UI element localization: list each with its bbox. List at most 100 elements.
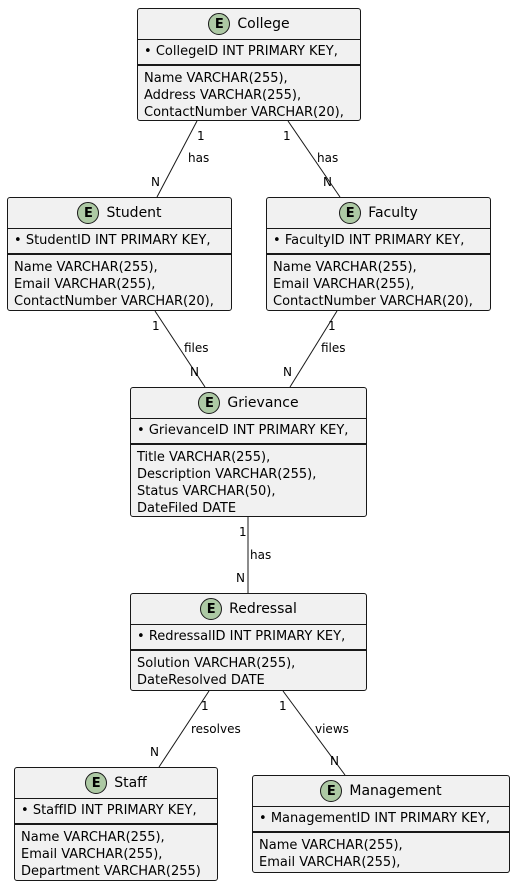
- primary-key-row: • StudentID INT PRIMARY KEY,: [8, 228, 231, 252]
- card-to: N: [330, 754, 339, 768]
- primary-key: CollegeID INT PRIMARY KEY,: [155, 44, 338, 59]
- entity-title: Redressal: [229, 601, 297, 617]
- field: Name VARCHAR(255),: [273, 260, 417, 275]
- pk-bullet-icon: •: [21, 803, 29, 818]
- field: ContactNumber VARCHAR(20),: [144, 105, 344, 120]
- entity-title: Faculty: [368, 205, 418, 221]
- primary-key: StudentID INT PRIMARY KEY,: [25, 233, 211, 248]
- edge-label: has: [188, 151, 209, 165]
- field: Email VARCHAR(255),: [14, 277, 156, 292]
- card-from: 1: [197, 129, 205, 143]
- entity-fields: Name VARCHAR(255), Email VARCHAR(255), C…: [8, 253, 231, 313]
- pk-bullet-icon: •: [137, 629, 145, 644]
- edge-college-student: 1 has N: [151, 120, 209, 198]
- primary-key: StaffID INT PRIMARY KEY,: [32, 803, 197, 818]
- entity-management: E Management • ManagementID INT PRIMARY …: [252, 775, 510, 873]
- edge-student-grievance: 1 files N: [152, 310, 209, 388]
- field: Department VARCHAR(255): [21, 864, 201, 879]
- field: Solution VARCHAR(255),: [137, 656, 296, 671]
- pk-bullet-icon: •: [144, 44, 152, 59]
- card-from: 1: [201, 699, 209, 713]
- field: DateFiled DATE: [137, 501, 237, 516]
- field: Title VARCHAR(255),: [137, 450, 271, 465]
- entity-icon: E: [208, 13, 231, 35]
- card-to: N: [323, 175, 332, 189]
- entity-title: Grievance: [227, 395, 299, 411]
- edge-grievance-redressal: 1 has N: [236, 517, 271, 593]
- card-from: 1: [279, 699, 287, 713]
- edge-label: resolves: [191, 722, 241, 736]
- entity-icon: E: [77, 202, 100, 224]
- edge-faculty-grievance: 1 files N: [283, 310, 346, 388]
- field: Name VARCHAR(255),: [259, 838, 403, 853]
- edge-label: has: [317, 151, 338, 165]
- card-from: 1: [152, 319, 160, 333]
- field: Email VARCHAR(255),: [273, 277, 415, 292]
- entity-icon: E: [200, 598, 223, 620]
- field: Email VARCHAR(255),: [259, 855, 401, 870]
- entity-icon: E: [339, 202, 362, 224]
- entity-grievance: E Grievance • GrievanceID INT PRIMARY KE…: [130, 387, 367, 517]
- entity-college: E College • CollegeID INT PRIMARY KEY, N…: [137, 8, 361, 121]
- edge-label: files: [321, 341, 346, 355]
- entity-redressal: E Redressal • RedressalID INT PRIMARY KE…: [130, 593, 367, 691]
- primary-key: FacultyID INT PRIMARY KEY,: [284, 233, 465, 248]
- primary-key-row: • StaffID INT PRIMARY KEY,: [15, 798, 217, 822]
- pk-bullet-icon: •: [273, 233, 281, 248]
- entity-icon: E: [198, 392, 221, 414]
- card-to: N: [236, 571, 245, 585]
- card-to: N: [151, 175, 160, 189]
- card-from: 1: [239, 525, 247, 539]
- entity-fields: Title VARCHAR(255), Description VARCHAR(…: [131, 443, 366, 520]
- primary-key-row: • FacultyID INT PRIMARY KEY,: [267, 228, 490, 252]
- card-to: N: [190, 365, 199, 379]
- card-to: N: [150, 745, 159, 759]
- card-from: 1: [283, 129, 291, 143]
- entity-header: E Staff: [15, 768, 217, 798]
- primary-key: RedressalID INT PRIMARY KEY,: [148, 629, 346, 644]
- primary-key: GrievanceID INT PRIMARY KEY,: [148, 423, 349, 438]
- field: Name VARCHAR(255),: [144, 71, 288, 86]
- entity-header: E College: [138, 9, 360, 39]
- entity-fields: Name VARCHAR(255), Address VARCHAR(255),…: [138, 64, 360, 124]
- primary-key-row: • ManagementID INT PRIMARY KEY,: [253, 806, 509, 830]
- field: Name VARCHAR(255),: [14, 260, 158, 275]
- field: Name VARCHAR(255),: [21, 830, 165, 845]
- card-from: 1: [328, 319, 336, 333]
- primary-key: ManagementID INT PRIMARY KEY,: [270, 811, 490, 826]
- field: ContactNumber VARCHAR(20),: [14, 294, 214, 309]
- field: Email VARCHAR(255),: [21, 847, 163, 862]
- entity-icon: E: [320, 780, 343, 802]
- pk-bullet-icon: •: [259, 811, 267, 826]
- field: DateResolved DATE: [137, 673, 265, 688]
- field: Status VARCHAR(50),: [137, 484, 276, 499]
- entity-fields: Name VARCHAR(255), Email VARCHAR(255), D…: [15, 823, 217, 883]
- entity-student: E Student • StudentID INT PRIMARY KEY, N…: [7, 197, 232, 311]
- primary-key-row: • GrievanceID INT PRIMARY KEY,: [131, 418, 366, 442]
- entity-title: Student: [106, 205, 162, 221]
- entity-fields: Name VARCHAR(255), Email VARCHAR(255), C…: [267, 253, 490, 313]
- edge-redressal-staff: 1 resolves N: [150, 690, 241, 768]
- entity-fields: Solution VARCHAR(255), DateResolved DATE: [131, 649, 366, 692]
- field: ContactNumber VARCHAR(20),: [273, 294, 473, 309]
- edge-redressal-management: 1 views N: [279, 690, 349, 776]
- entity-header: E Redressal: [131, 594, 366, 624]
- entity-title: Staff: [114, 775, 147, 791]
- entity-faculty: E Faculty • FacultyID INT PRIMARY KEY, N…: [266, 197, 491, 311]
- entity-fields: Name VARCHAR(255), Email VARCHAR(255),: [253, 831, 509, 874]
- edge-college-faculty: 1 has N: [283, 120, 341, 198]
- entity-header: E Management: [253, 776, 509, 806]
- entity-header: E Faculty: [267, 198, 490, 228]
- entity-staff: E Staff • StaffID INT PRIMARY KEY, Name …: [14, 767, 218, 881]
- entity-header: E Grievance: [131, 388, 366, 418]
- primary-key-row: • CollegeID INT PRIMARY KEY,: [138, 39, 360, 63]
- edge-label: has: [250, 548, 271, 562]
- entity-title: Management: [349, 783, 442, 799]
- entity-header: E Student: [8, 198, 231, 228]
- pk-bullet-icon: •: [14, 233, 22, 248]
- entity-title: College: [237, 16, 290, 32]
- edge-label: views: [315, 722, 349, 736]
- field: Address VARCHAR(255),: [144, 88, 302, 103]
- primary-key-row: • RedressalID INT PRIMARY KEY,: [131, 624, 366, 648]
